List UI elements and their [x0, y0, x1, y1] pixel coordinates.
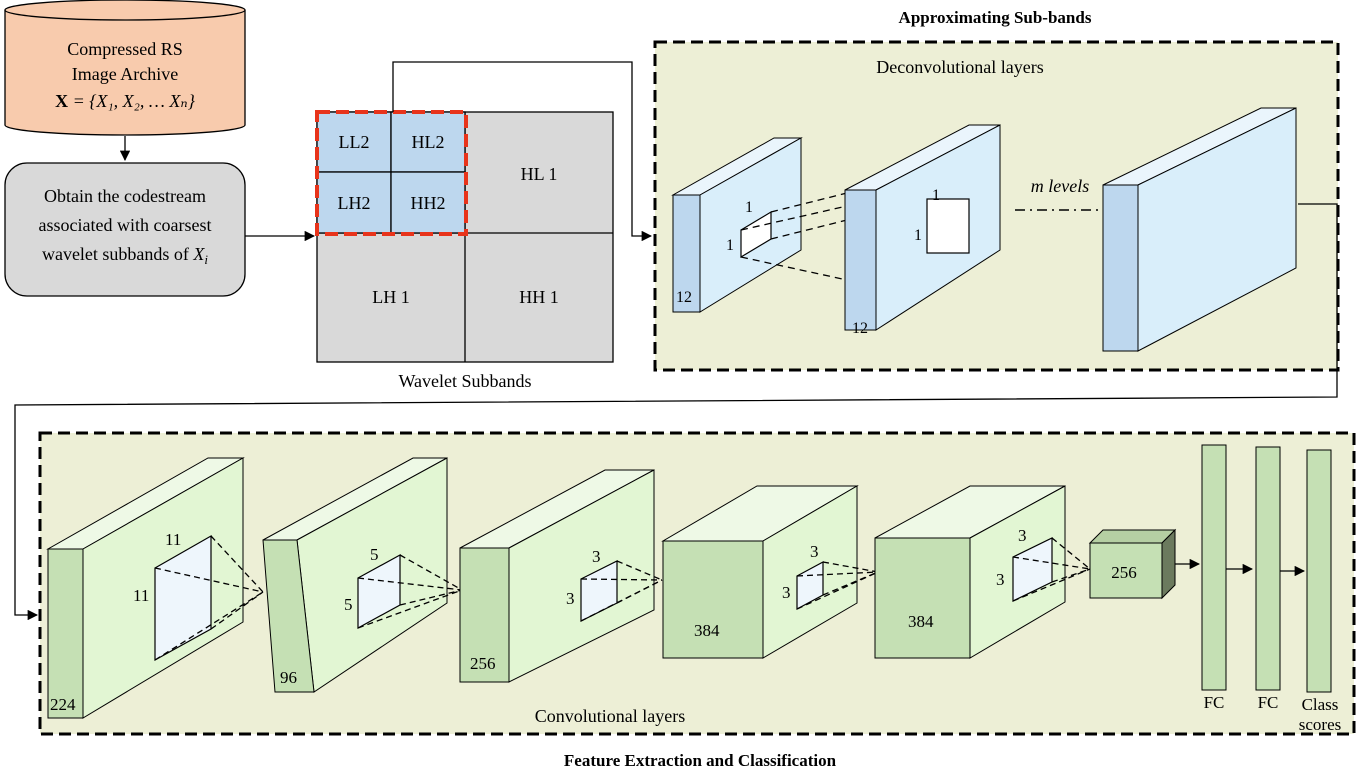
conv3-size: 256: [470, 654, 496, 673]
deconv-block-2: 12 1 1: [844, 124, 1001, 337]
conv5-connectors: [1012, 537, 1091, 602]
conv3-connectors: [580, 560, 663, 622]
label-hh2: HH2: [411, 193, 446, 213]
conv1-k1: 11: [165, 530, 181, 549]
deconv-block1-k1: 1: [745, 199, 753, 216]
deconv-block2-k1: 1: [932, 187, 940, 204]
conv5-k1: 3: [1018, 526, 1027, 545]
conv1-size: 224: [50, 695, 76, 714]
subband-hl2: [390, 111, 466, 173]
conv-layer-2: 96 5 5: [262, 457, 448, 693]
subband-ll2: [316, 111, 392, 173]
archive-formula: X = {X₁, X₂, … Xₙ}: [55, 91, 196, 111]
wavelet-caption: Wavelet Subbands: [398, 371, 531, 391]
fc1-label: FC: [1204, 693, 1225, 712]
archive-line1: Compressed RS: [67, 39, 183, 59]
deconv-box-title: Deconvolutional layers: [876, 57, 1043, 77]
conv4-k1: 3: [810, 542, 819, 561]
conv5-size: 384: [908, 612, 934, 631]
class-scores-layer: [1306, 449, 1332, 693]
conv3-k1: 3: [592, 547, 601, 566]
conv-layer-1: 224 11 11: [46, 457, 245, 719]
conv-section-title: Feature Extraction and Classification: [564, 751, 837, 770]
deconv-block-3: [1102, 107, 1297, 352]
conv-box-title: Convolutional layers: [535, 706, 685, 726]
fc-layer-2: [1255, 446, 1281, 691]
deconv-block1-size: 12: [676, 289, 692, 306]
conv4-size: 384: [694, 621, 720, 640]
archive-line2: Image Archive: [72, 64, 178, 84]
label-lh1: LH 1: [372, 287, 410, 307]
conv5-k2: 3: [996, 570, 1005, 589]
codestream-line3: wavelet subbands of Xi: [42, 244, 208, 267]
scores-label-line2: scores: [1299, 715, 1341, 734]
subband-lh2: [316, 171, 392, 234]
label-ll2: LL2: [339, 132, 370, 152]
pool-size: 256: [1111, 563, 1137, 582]
conv-layer-3: 256 3 3: [459, 469, 655, 683]
conv-layer-4: 384 3 3: [661, 485, 859, 659]
subband-hh2: [390, 171, 466, 234]
coarse-highlight: [315, 110, 468, 236]
conv1-connectors: [154, 535, 264, 661]
fc2-label: FC: [1258, 693, 1279, 712]
archive-cylinder: Compressed RS Image Archive X = {X₁, X₂,…: [4, 0, 246, 136]
codestream-line1: Obtain the codestream: [44, 186, 206, 206]
deconv-block2-k2: 1: [914, 227, 922, 244]
label-hl2: HL2: [412, 132, 445, 152]
fc-layer-1: [1201, 444, 1227, 691]
pool-cube: 256: [1088, 528, 1177, 600]
label-hl1: HL 1: [521, 164, 558, 184]
codestream-line2: associated with coarsest: [39, 215, 212, 235]
wavelet-subbands: LL2 HL2 LH2 HH2 HL 1 LH 1 HH 1 Wavelet S…: [315, 110, 614, 391]
conv2-k2: 5: [344, 595, 353, 614]
deconv-connectors: [740, 192, 848, 281]
deconv-section-title: Approximating Sub-bands: [899, 8, 1092, 27]
codestream-box: Obtain the codestream associated with co…: [4, 162, 246, 297]
conv2-k1: 5: [370, 545, 379, 564]
conv1-k2: 11: [133, 586, 149, 605]
scores-label-line1: Class: [1302, 695, 1339, 714]
arrow-wavelet-to-deconv: [392, 61, 653, 242]
conv4-connectors: [796, 561, 879, 610]
m-levels-label: m levels: [1031, 176, 1089, 196]
conv3-k2: 3: [566, 589, 575, 608]
deconv-block1-k2: 1: [726, 237, 734, 254]
conv-layer-5: 384 3 3: [874, 485, 1066, 659]
arrow-deconv-to-conv: [14, 203, 1338, 621]
deconv-block-1: 12 1 1: [671, 137, 803, 313]
label-lh2: LH2: [338, 193, 371, 213]
conv4-k2: 3: [782, 583, 791, 602]
deconv-block2-size: 12: [852, 320, 868, 337]
label-hh1: HH 1: [519, 287, 559, 307]
conv2-connectors: [357, 554, 463, 629]
conv2-size: 96: [280, 668, 297, 687]
